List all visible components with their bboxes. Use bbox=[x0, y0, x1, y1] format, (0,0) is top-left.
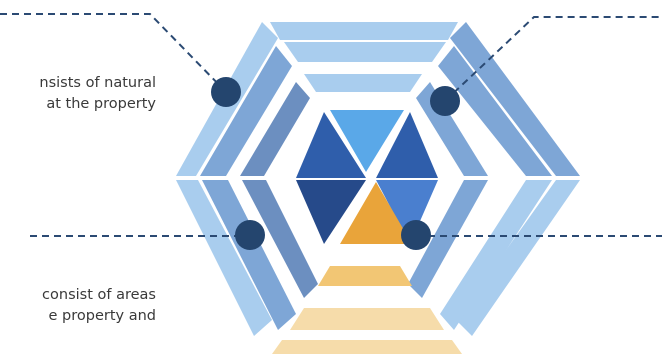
core-left-upper-rhombus bbox=[296, 112, 366, 178]
middle-ring-upper-right-band bbox=[438, 46, 552, 176]
connector-lines bbox=[0, 13, 662, 237]
inner-ring-bottom-band bbox=[318, 266, 412, 286]
caption-bottom-left-line-2: e property and bbox=[48, 308, 157, 324]
middle-ring-lower-right-band bbox=[440, 180, 552, 330]
outer-ring-top-band bbox=[270, 22, 458, 40]
core-shapes bbox=[296, 110, 438, 244]
core-top-triangle bbox=[330, 110, 404, 172]
core-orange-triangle bbox=[340, 182, 412, 244]
caption-top-left: nsists of natural at the property bbox=[39, 73, 156, 115]
middle-hexagon-ring bbox=[200, 42, 552, 330]
marker-bottom-left bbox=[235, 220, 265, 250]
core-left-lower-rhombus bbox=[296, 180, 366, 244]
core-right-upper-rhombus bbox=[376, 112, 438, 178]
caption-top-left-line-1: nsists of natural bbox=[39, 75, 156, 91]
inner-hexagon-ring bbox=[240, 74, 488, 298]
middle-ring-top-band bbox=[284, 42, 446, 62]
inner-ring-lower-right-band bbox=[408, 180, 488, 298]
connector-top-left bbox=[0, 13, 227, 93]
marker-top-right bbox=[430, 86, 460, 116]
marker-bottom-right bbox=[401, 220, 431, 250]
outer-ring-lower-right-band bbox=[456, 180, 580, 336]
middle-ring-bottom-band bbox=[290, 308, 444, 330]
marker-dots bbox=[211, 77, 460, 250]
outer-ring-upper-right-band bbox=[450, 22, 580, 176]
middle-ring-lower-left-band bbox=[202, 180, 296, 330]
inner-ring-top-band bbox=[304, 74, 422, 92]
middle-ring-upper-left-band bbox=[200, 46, 292, 176]
caption-bottom-left-line-1: consist of areas bbox=[42, 287, 156, 303]
outer-ring-bottom-band bbox=[272, 340, 462, 354]
inner-ring-upper-left-band bbox=[240, 82, 310, 176]
core-right-lower-rhombus bbox=[376, 180, 438, 244]
inner-ring-lower-left-band bbox=[242, 180, 318, 298]
outer-ring-lower-left-band bbox=[176, 180, 272, 336]
marker-top-left bbox=[211, 77, 241, 107]
caption-top-left-line-2: at the property bbox=[46, 96, 156, 112]
caption-bottom-left: consist of areas e property and bbox=[42, 285, 156, 327]
connector-top-right bbox=[444, 16, 662, 102]
